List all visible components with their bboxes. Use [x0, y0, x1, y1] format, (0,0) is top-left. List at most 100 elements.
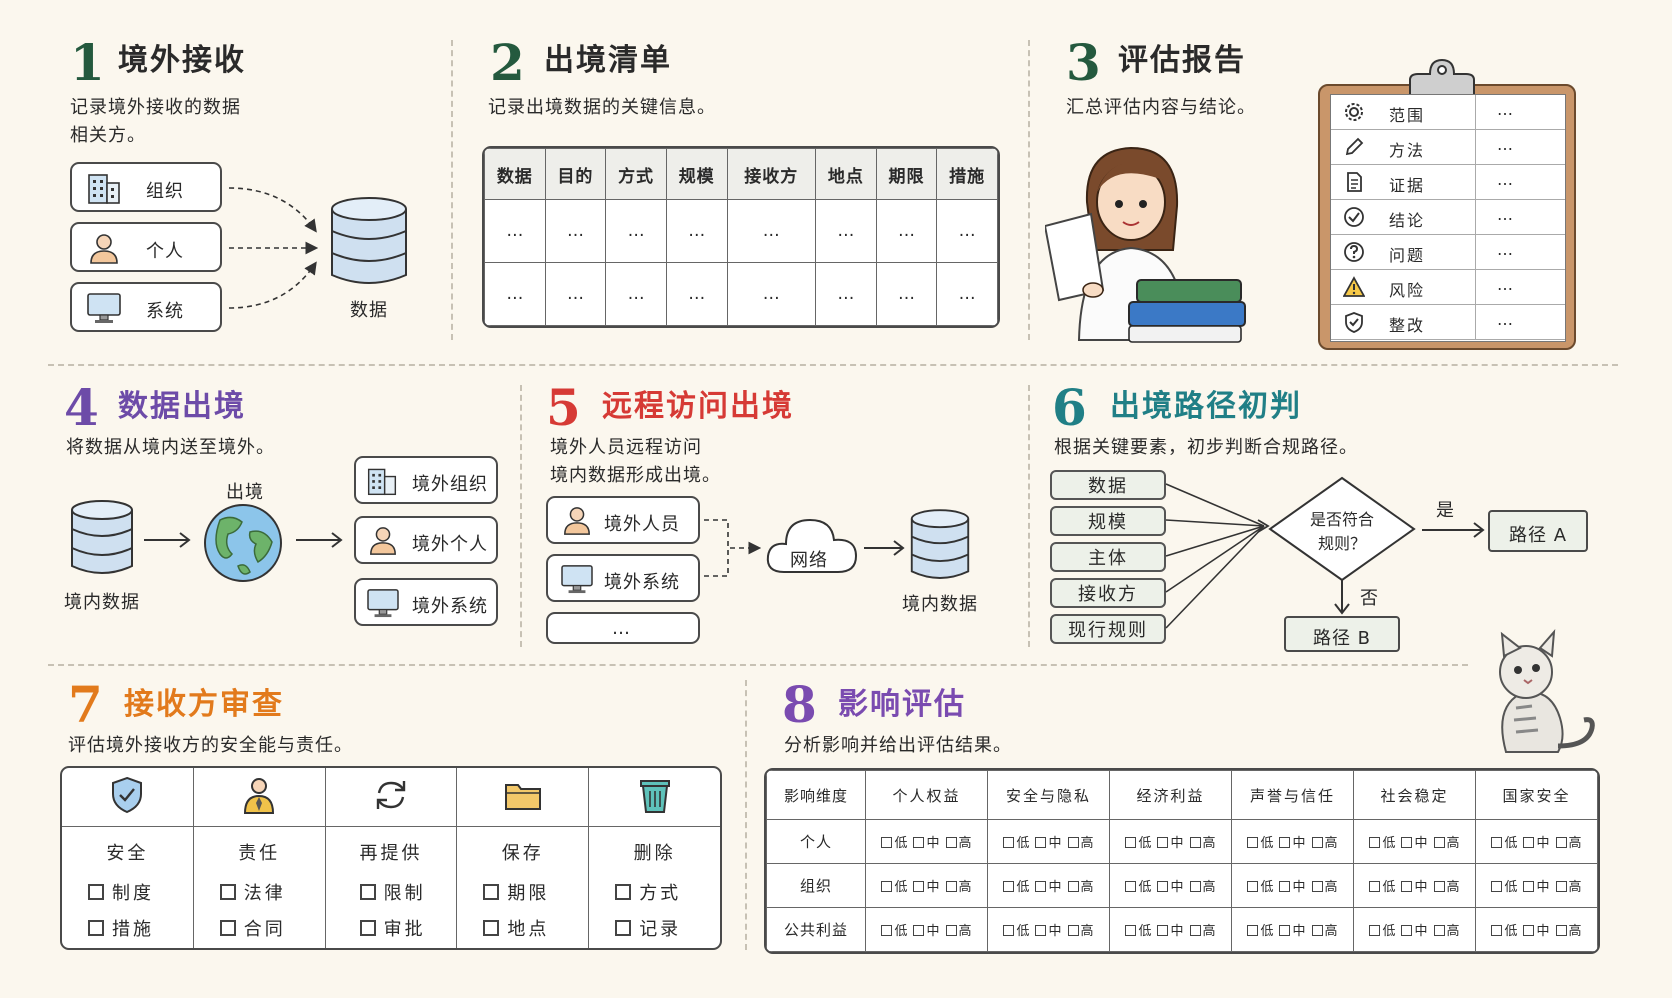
checkbox[interactable]: [1067, 837, 1079, 848]
checkbox[interactable]: [1279, 925, 1291, 936]
rating-option[interactable]: 高: [945, 924, 972, 939]
checkbox[interactable]: [1491, 925, 1503, 936]
rating-option[interactable]: 低: [1125, 924, 1151, 939]
review-checkbox-item[interactable]: 地点: [457, 915, 588, 941]
checkbox[interactable]: [1279, 881, 1291, 892]
review-checkbox-item[interactable]: 审批: [326, 915, 457, 941]
checkbox[interactable]: [219, 920, 236, 936]
rating-option[interactable]: 中: [913, 880, 940, 895]
rating-option[interactable]: 高: [1311, 924, 1338, 939]
rating-option[interactable]: 高: [1433, 880, 1460, 895]
rating-option[interactable]: 高: [1433, 836, 1460, 851]
checkbox[interactable]: [1003, 881, 1015, 892]
rating-option[interactable]: 中: [1279, 880, 1306, 895]
checkbox[interactable]: [1491, 837, 1503, 848]
review-checkbox-item[interactable]: 措施: [62, 915, 193, 941]
rating-option[interactable]: 高: [945, 880, 972, 895]
checkbox[interactable]: [1035, 881, 1047, 892]
rating-option[interactable]: 中: [1157, 924, 1184, 939]
checkbox[interactable]: [945, 881, 957, 892]
rating-option[interactable]: 中: [1279, 924, 1306, 939]
rating-option[interactable]: 低: [1125, 880, 1151, 895]
rating-option[interactable]: 高: [945, 836, 972, 851]
rating-option[interactable]: 中: [1035, 924, 1062, 939]
checkbox[interactable]: [913, 925, 925, 936]
rating-option[interactable]: 中: [913, 924, 940, 939]
rating-option[interactable]: 高: [1555, 836, 1582, 851]
checkbox[interactable]: [913, 837, 925, 848]
rating-option[interactable]: 高: [1311, 836, 1338, 851]
review-checkbox-item[interactable]: 合同: [194, 915, 325, 941]
rating-option[interactable]: 中: [1523, 924, 1550, 939]
checkbox[interactable]: [1035, 837, 1047, 848]
checkbox[interactable]: [1311, 837, 1323, 848]
checkbox[interactable]: [1247, 881, 1259, 892]
checkbox[interactable]: [359, 884, 376, 900]
rating-option[interactable]: 低: [881, 924, 907, 939]
rating-option[interactable]: 低: [1247, 924, 1273, 939]
rating-option[interactable]: 中: [913, 836, 940, 851]
checkbox[interactable]: [1433, 925, 1445, 936]
checkbox[interactable]: [1555, 925, 1567, 936]
checkbox[interactable]: [913, 881, 925, 892]
checkbox[interactable]: [1555, 837, 1567, 848]
checkbox[interactable]: [1311, 925, 1323, 936]
checkbox[interactable]: [1189, 881, 1201, 892]
rating-option[interactable]: 高: [1189, 924, 1216, 939]
rating-option[interactable]: 中: [1035, 836, 1062, 851]
checkbox[interactable]: [1157, 925, 1169, 936]
review-checkbox-item[interactable]: 记录: [589, 915, 720, 941]
rating-option[interactable]: 低: [1003, 924, 1029, 939]
checkbox[interactable]: [88, 920, 104, 936]
review-checkbox-item[interactable]: 限制: [326, 879, 457, 905]
checkbox[interactable]: [1555, 881, 1567, 892]
rating-option[interactable]: 低: [1369, 880, 1395, 895]
rating-option[interactable]: 高: [1067, 880, 1094, 895]
rating-option[interactable]: 高: [1555, 880, 1582, 895]
checkbox[interactable]: [945, 925, 957, 936]
checkbox[interactable]: [1311, 881, 1323, 892]
rating-option[interactable]: 低: [881, 836, 907, 851]
checkbox[interactable]: [1523, 837, 1535, 848]
checkbox[interactable]: [1401, 837, 1413, 848]
checkbox[interactable]: [1125, 837, 1137, 848]
rating-option[interactable]: 低: [1125, 836, 1151, 851]
checkbox[interactable]: [219, 884, 236, 900]
checkbox[interactable]: [1401, 925, 1413, 936]
checkbox[interactable]: [1247, 925, 1259, 936]
rating-option[interactable]: 低: [881, 880, 907, 895]
checkbox[interactable]: [1125, 925, 1137, 936]
checkbox[interactable]: [483, 884, 500, 900]
checkbox[interactable]: [1003, 925, 1015, 936]
checkbox[interactable]: [1003, 837, 1015, 848]
checkbox[interactable]: [483, 920, 500, 936]
checkbox[interactable]: [359, 920, 376, 936]
checkbox[interactable]: [1369, 925, 1381, 936]
rating-option[interactable]: 中: [1401, 836, 1428, 851]
checkbox[interactable]: [1035, 925, 1047, 936]
review-checkbox-item[interactable]: 期限: [457, 879, 588, 905]
review-checkbox-item[interactable]: 方式: [589, 879, 720, 905]
checkbox[interactable]: [945, 837, 957, 848]
checkbox[interactable]: [1125, 881, 1137, 892]
rating-option[interactable]: 低: [1247, 880, 1273, 895]
rating-option[interactable]: 中: [1279, 836, 1306, 851]
review-checkbox-item[interactable]: 法律: [194, 879, 325, 905]
rating-option[interactable]: 低: [1369, 924, 1395, 939]
rating-option[interactable]: 低: [1003, 880, 1029, 895]
checkbox[interactable]: [1247, 837, 1259, 848]
checkbox[interactable]: [615, 920, 632, 936]
checkbox[interactable]: [1369, 837, 1381, 848]
checkbox[interactable]: [1189, 837, 1201, 848]
checkbox[interactable]: [881, 881, 893, 892]
rating-option[interactable]: 高: [1067, 924, 1094, 939]
rating-option[interactable]: 高: [1189, 880, 1216, 895]
rating-option[interactable]: 中: [1401, 924, 1428, 939]
rating-option[interactable]: 低: [1247, 836, 1273, 851]
rating-option[interactable]: 高: [1311, 880, 1338, 895]
rating-option[interactable]: 高: [1433, 924, 1460, 939]
rating-option[interactable]: 高: [1067, 836, 1094, 851]
rating-option[interactable]: 中: [1523, 880, 1550, 895]
checkbox[interactable]: [1433, 837, 1445, 848]
rating-option[interactable]: 中: [1035, 880, 1062, 895]
